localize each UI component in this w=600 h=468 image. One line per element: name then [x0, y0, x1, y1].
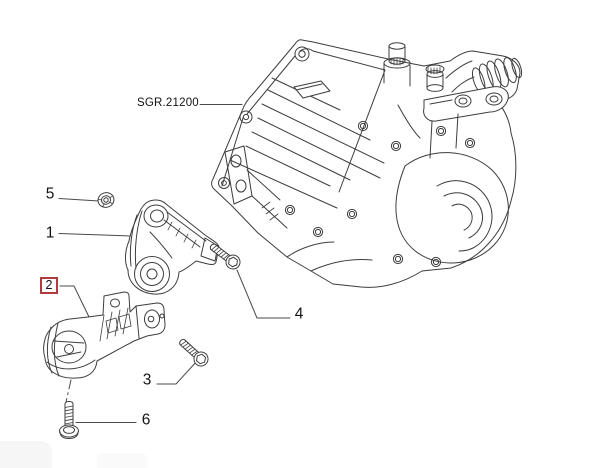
part-5-nut-drawing — [97, 192, 115, 208]
part-1-bracket-drawing — [125, 199, 220, 295]
callout-5-label: 5 — [45, 185, 55, 203]
callout-3-label: 3 — [142, 371, 152, 389]
part-3-bolt-drawing — [175, 334, 212, 370]
watermark-shape — [0, 441, 147, 468]
assembly-group-label: SGR.21200 — [137, 97, 199, 109]
callout-1-label: 1 — [45, 224, 55, 242]
part-6-bolt-drawing — [59, 401, 79, 439]
callout-4-label: 4 — [294, 305, 304, 323]
gearbox-studs — [284, 120, 476, 268]
callout-2-label: 2 — [45, 278, 53, 293]
gearbox-assembly-drawing — [211, 39, 523, 288]
part-2-engine-mount-drawing — [43, 291, 166, 379]
callout-6-label: 6 — [141, 411, 151, 429]
callout-2-highlight-box: 2 — [40, 277, 58, 294]
